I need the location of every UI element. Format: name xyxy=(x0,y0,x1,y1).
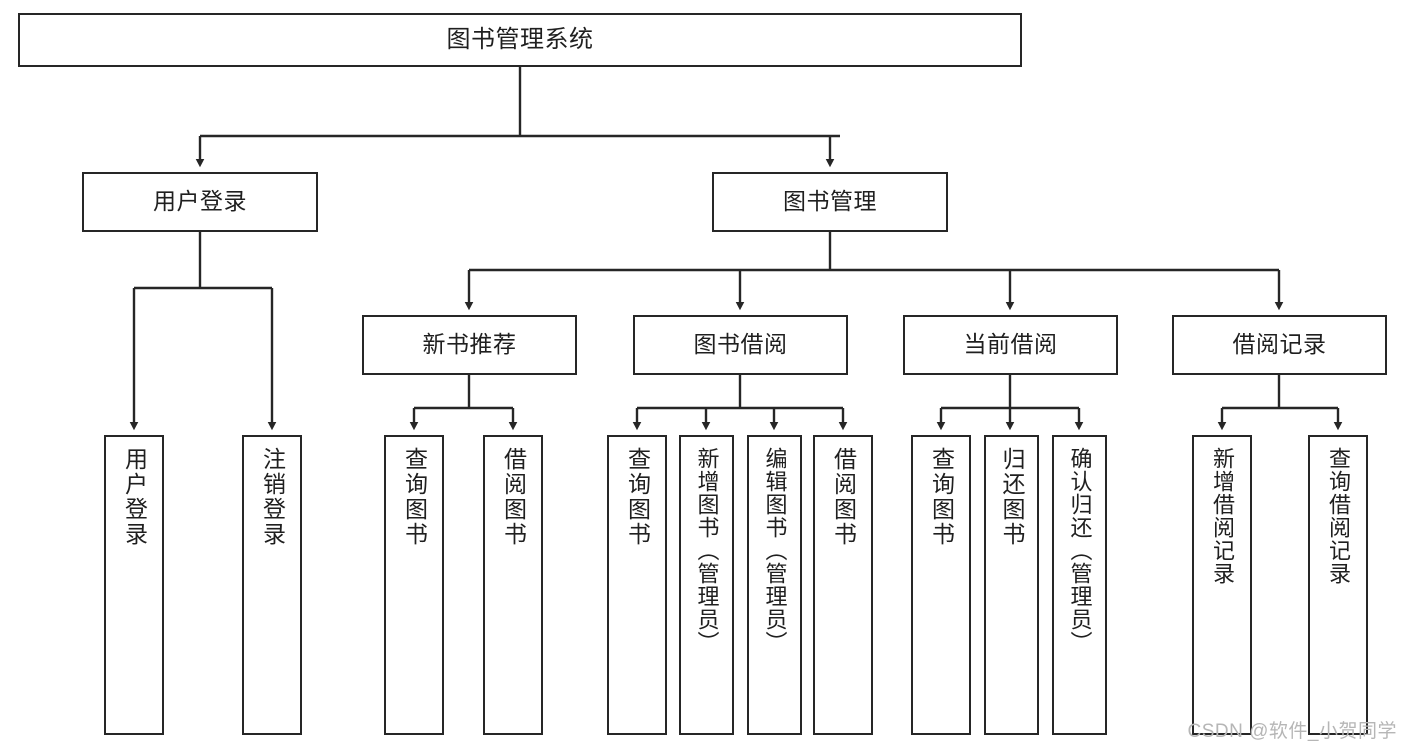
node-book-borrowing[interactable]: 图书借阅 xyxy=(633,315,848,375)
node-leaf-query-book-borrow[interactable]: 查询图书 xyxy=(607,435,667,735)
node-label: 图书借阅 xyxy=(693,331,788,358)
node-leaf-edit-book-admin[interactable]: 编辑图书（管理员） xyxy=(747,435,802,735)
node-label: 查询图书 xyxy=(928,447,955,547)
node-new-book-recommendation[interactable]: 新书推荐 xyxy=(362,315,577,375)
node-leaf-user-login[interactable]: 用户登录 xyxy=(104,435,164,735)
node-label: 当前借阅 xyxy=(963,331,1058,358)
node-label: 新书推荐 xyxy=(422,331,517,358)
node-label: 查询图书 xyxy=(401,447,428,547)
node-book-management[interactable]: 图书管理 xyxy=(712,172,948,232)
node-label: 图书管理系统 xyxy=(446,25,594,53)
node-label: 借阅记录 xyxy=(1232,331,1327,358)
node-label: 图书管理 xyxy=(783,188,877,215)
node-leaf-return-book[interactable]: 归还图书 xyxy=(984,435,1039,735)
node-leaf-borrow-book-recommend[interactable]: 借阅图书 xyxy=(483,435,543,735)
node-leaf-query-book-current[interactable]: 查询图书 xyxy=(911,435,971,735)
node-label: 归还图书 xyxy=(999,447,1025,547)
node-leaf-logout[interactable]: 注销登录 xyxy=(242,435,302,735)
node-leaf-add-borrow-record[interactable]: 新增借阅记录 xyxy=(1192,435,1252,735)
node-leaf-add-book-admin[interactable]: 新增图书（管理员） xyxy=(679,435,734,735)
node-label: 借阅图书 xyxy=(830,447,857,547)
csdn-watermark: CSDN @软件_小贺同学 xyxy=(1187,721,1397,742)
node-leaf-confirm-return-admin[interactable]: 确认归还（管理员） xyxy=(1052,435,1107,735)
node-label: 新增借阅记录 xyxy=(1210,447,1235,585)
node-current-borrowing[interactable]: 当前借阅 xyxy=(903,315,1118,375)
node-root-book-management-system[interactable]: 图书管理系统 xyxy=(18,13,1022,67)
node-user-login[interactable]: 用户登录 xyxy=(82,172,318,232)
node-borrowing-record[interactable]: 借阅记录 xyxy=(1172,315,1387,375)
node-label: 用户登录 xyxy=(153,188,247,215)
node-label: 借阅图书 xyxy=(500,447,527,547)
node-leaf-query-borrow-record[interactable]: 查询借阅记录 xyxy=(1308,435,1368,735)
node-label: 注销登录 xyxy=(259,447,286,547)
node-label: 查询图书 xyxy=(624,447,651,547)
node-label: 确认归还（管理员） xyxy=(1067,447,1093,654)
node-label: 查询借阅记录 xyxy=(1326,447,1351,585)
node-label: 编辑图书（管理员） xyxy=(762,447,788,654)
node-label: 用户登录 xyxy=(121,447,148,547)
node-leaf-borrow-book[interactable]: 借阅图书 xyxy=(813,435,873,735)
node-leaf-query-book-recommend[interactable]: 查询图书 xyxy=(384,435,444,735)
node-label: 新增图书（管理员） xyxy=(694,447,720,654)
